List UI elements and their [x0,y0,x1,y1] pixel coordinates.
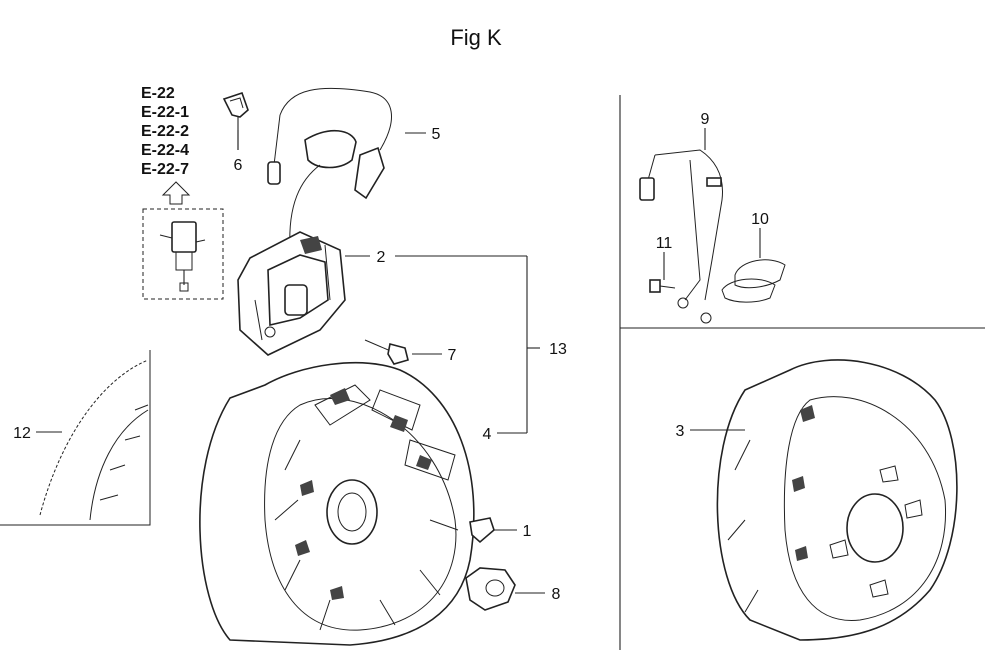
wire-harness-icon [639,149,724,324]
callout-6[interactable]: 6 [234,157,243,174]
nut-icon [465,567,516,611]
reference-item[interactable]: E-22-2 [141,123,189,140]
callout-2[interactable]: 2 [377,249,386,266]
clamp-icon [721,259,786,303]
reference-item[interactable]: E-22-1 [141,104,189,121]
flywheel-alt-icon [716,359,958,641]
reference-item[interactable]: E-22-4 [141,142,189,159]
arrow-up-icon [161,181,191,205]
reference-item[interactable]: E-22-7 [141,161,189,178]
callout-4[interactable]: 4 [483,426,492,443]
callout-3[interactable]: 3 [676,423,685,440]
figure-title: Fig K [450,25,502,50]
key-icon [469,517,495,544]
callout-12[interactable]: 12 [13,425,31,442]
section-dividers [619,95,985,650]
callout-labels: 1 2 3 4 5 6 7 8 9 10 11 12 13 [13,111,769,603]
callout-7[interactable]: 7 [448,347,457,364]
spark-plug-cap-icon [267,87,392,249]
ignition-coil-icon [237,231,346,356]
callout-9[interactable]: 9 [701,111,710,128]
callout-8[interactable]: 8 [552,586,561,603]
callout-5[interactable]: 5 [432,126,441,143]
reference-item[interactable]: E-22 [141,85,175,102]
leader-lines [36,128,761,594]
callout-1[interactable]: 1 [523,523,532,540]
bolt-icon [364,339,409,365]
small-bolt-icon [649,279,676,293]
callout-11[interactable]: 11 [656,235,673,252]
callout-13[interactable]: 13 [549,341,567,358]
callout-10[interactable]: 10 [751,211,769,228]
flywheel-icon [199,361,475,646]
clip-icon [222,91,249,150]
ignition-module-inset [142,208,224,300]
ring-gear-icon [0,350,151,526]
reference-list: E-22 E-22-1 E-22-2 E-22-4 E-22-7 [141,85,189,178]
